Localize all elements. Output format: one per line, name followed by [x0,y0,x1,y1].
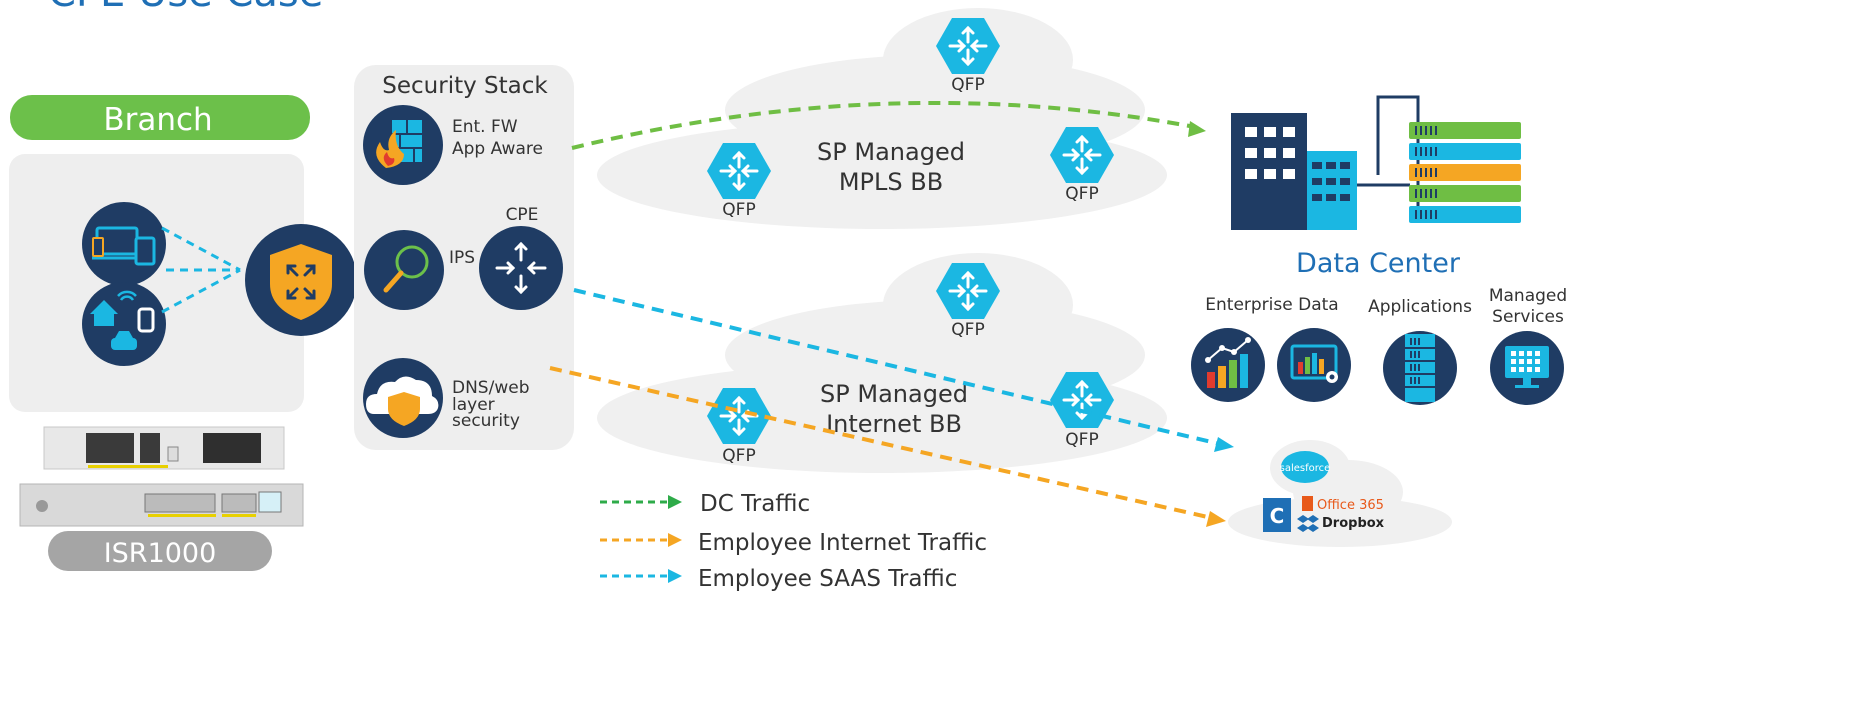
firewall-icon [363,105,443,185]
dc-traffic-flow [571,100,1196,150]
concur-logo: C [1263,498,1291,532]
applications-label: Applications [1368,297,1472,317]
internet-label-line1: SP Managed [820,380,968,408]
fw-label-line2: App Aware [452,139,543,159]
legend-item-dc-traffic: DC Traffic [600,491,810,517]
server-rack-icon [1409,122,1521,223]
branch-pill [10,95,310,140]
internet-qfp-left-label: QFP [722,446,755,466]
isr-label: ISR1000 [104,538,217,569]
dns-security-icon [363,358,443,438]
managed-services-monitor-icon [1490,331,1564,405]
legend-saas-arrow [668,569,682,583]
router-shield-icon [245,224,357,336]
dc-traffic-arrowhead [1188,121,1206,137]
mpls-qfp-right-label: QFP [1065,184,1098,204]
security-stack-title: Security Stack [382,73,548,99]
ips-label: IPS [449,248,475,268]
legend-internet-label: Employee Internet Traffic [698,530,987,556]
branch-links [161,226,241,314]
analytics-chart-icon [1191,328,1265,402]
managed-services-label-line2: Services [1492,307,1564,327]
isr-hardware-image [19,426,304,527]
svg-text:C: C [1270,504,1285,528]
ips-magnifier-icon [364,230,444,310]
salesforce-logo: salesforce [1280,451,1331,483]
legend-dc-label: DC Traffic [700,491,810,517]
internet-qfp-top-label: QFP [951,320,984,340]
enterprise-data-label: Enterprise Data [1205,295,1338,315]
dns-label-line1: DNS/web [452,378,529,398]
legend: DC Traffic Employee Internet Traffic Emp… [600,491,987,592]
internet-qfp-right-label: QFP [1065,430,1098,450]
fw-label-line1: Ent. FW [452,117,518,137]
laptop-tablet-icon [82,202,166,286]
internet-traffic-arrowhead [1206,511,1226,527]
svg-text:Office 365: Office 365 [1317,498,1384,513]
data-center-buildings-icon [1231,95,1420,230]
internet-label-line2: Internet BB [826,410,962,438]
svg-text:Dropbox: Dropbox [1322,516,1385,531]
legend-internet-arrow [668,533,682,547]
dns-label-line2: layer [452,395,495,415]
legend-item-saas-traffic: Employee SAAS Traffic [600,566,957,592]
mpls-label-line1: SP Managed [817,138,965,166]
office-365-logo: Office 365 [1302,496,1384,513]
mpls-qfp-left-label: QFP [722,200,755,220]
page-title: CPE Use Case [48,0,323,16]
branch-label: Branch [103,102,212,138]
managed-services-label-line1: Managed [1489,286,1567,306]
branch-panel [9,154,304,412]
legend-item-internet-traffic: Employee Internet Traffic [600,530,987,556]
isr-pill [48,531,272,571]
smart-home-icon [82,282,166,366]
mpls-qfp-top-label: QFP [951,75,984,95]
dropbox-logo: Dropbox [1297,515,1385,532]
mpls-label-line2: MPLS BB [839,168,943,196]
cpe-router-icon [479,226,563,310]
cpe-label: CPE [506,205,539,225]
svg-text:salesforce: salesforce [1280,463,1331,474]
legend-dc-arrow [668,495,682,509]
saas-traffic-arrowhead [1214,437,1234,452]
internet-traffic-flow [549,366,1213,520]
data-center-title: Data Center [1296,248,1461,279]
applications-server-icon [1383,331,1457,405]
legend-saas-label: Employee SAAS Traffic [698,566,957,592]
saas-traffic-flow [573,288,1221,446]
dashboard-settings-icon [1277,328,1351,402]
dns-label-line3: security [452,411,520,431]
